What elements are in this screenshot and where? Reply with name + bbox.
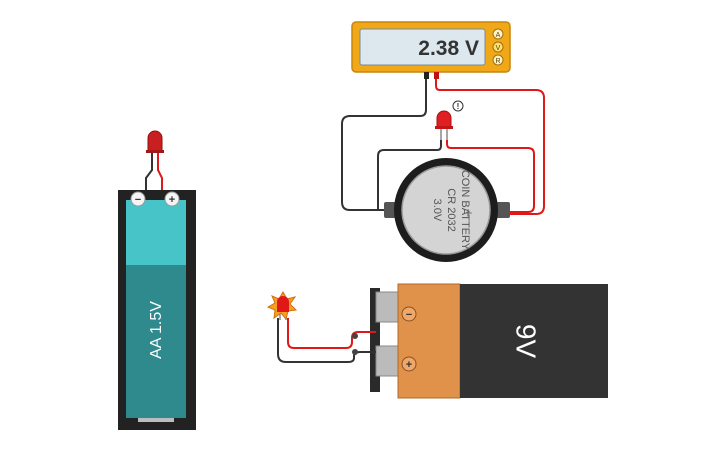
mode-button-r[interactable]: R xyxy=(492,54,504,66)
led-aa[interactable] xyxy=(145,130,164,190)
aa-battery-contact xyxy=(138,418,174,422)
led-nine-v-burnt[interactable] xyxy=(266,290,298,321)
wire-led-anode[interactable] xyxy=(446,140,535,213)
nine-v-minus-sign: − xyxy=(406,309,412,321)
wire-led-cathode[interactable] xyxy=(377,140,442,210)
coin-plus-sign: + xyxy=(464,205,473,222)
coin-battery[interactable]: COIN BATTERY CR 2032 3.0V + xyxy=(384,158,510,262)
multimeter-com-terminal[interactable] xyxy=(424,72,429,79)
wire-aa-black[interactable] xyxy=(145,152,153,190)
multimeter-screen xyxy=(359,28,486,66)
aa-minus-sign: − xyxy=(135,194,141,206)
info-icon[interactable] xyxy=(452,100,464,112)
aa-plus-sign: + xyxy=(169,194,175,206)
nine-v-plus-marker xyxy=(401,356,417,372)
aa-plus-terminal[interactable] xyxy=(164,191,180,207)
nine-v-plus-sign: + xyxy=(406,359,412,371)
nine-v-label-panel xyxy=(397,283,461,399)
nine-v-minus-marker xyxy=(401,306,417,322)
wire-aa-red[interactable] xyxy=(157,152,163,190)
wire-nine-v-black[interactable] xyxy=(277,318,376,363)
info-glyph: ! xyxy=(457,102,460,111)
aa-battery-label: AA 1.5V xyxy=(148,301,165,359)
led-aa-bulb xyxy=(147,130,163,153)
coin-label-2: CR 2032 xyxy=(445,188,457,231)
coin-label-1: COIN BATTERY xyxy=(459,170,471,251)
aa-minus-terminal[interactable] xyxy=(130,191,146,207)
coin-battery-cell xyxy=(401,165,491,255)
nine-v-battery[interactable]: − + 9V xyxy=(370,283,608,399)
led-coin-rim xyxy=(435,126,453,129)
nine-v-label: 9V xyxy=(511,324,542,359)
led-nine-v-bulb xyxy=(277,296,289,312)
nine-v-clip xyxy=(370,288,380,392)
wire-joint-2 xyxy=(352,349,358,355)
mode-button-a[interactable]: A xyxy=(492,28,504,40)
led-coin-circuit[interactable]: ! xyxy=(435,100,464,140)
nine-v-body xyxy=(460,284,608,398)
mode-label-v: V xyxy=(496,45,501,52)
led-aa-rim xyxy=(146,150,164,153)
multimeter-reading: 2.38 V xyxy=(418,37,479,60)
wire-black-meter[interactable] xyxy=(341,79,427,211)
mode-button-v[interactable]: V xyxy=(492,41,504,53)
wire-joint-1 xyxy=(352,333,358,339)
multimeter-v-terminal[interactable] xyxy=(434,72,439,79)
mode-label-r: R xyxy=(495,58,500,65)
led-coin-bulb xyxy=(436,110,452,129)
coin-label-3: 3.0V xyxy=(431,199,443,222)
wire-nine-v-red[interactable] xyxy=(287,318,376,349)
aa-battery-top xyxy=(126,200,186,265)
mode-label-a: A xyxy=(496,32,501,39)
aa-battery[interactable]: AA 1.5V − + xyxy=(118,190,196,430)
multimeter[interactable]: 2.38 V A V R xyxy=(351,21,511,79)
aa-battery-bottom xyxy=(126,265,186,418)
wire-red-meter[interactable] xyxy=(435,79,545,215)
